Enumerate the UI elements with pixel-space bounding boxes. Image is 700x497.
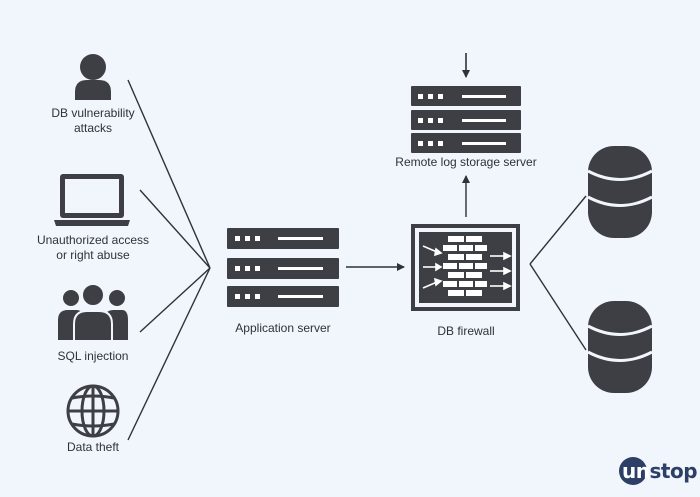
- unstop-logo: unstop: [618, 457, 698, 487]
- connector-line-data-theft: [127, 267, 211, 441]
- user-icon: [75, 54, 111, 100]
- database-connectors: [529, 195, 587, 351]
- connector-line-unauthorized: [139, 189, 211, 269]
- threat-connectors: [127, 79, 211, 441]
- connector-line-db-bottom: [529, 263, 587, 351]
- label-sql-injection: SQL injection: [57, 349, 129, 363]
- connector-line-db-top: [529, 195, 587, 265]
- logo-text-value: unstop: [618, 459, 698, 483]
- label-db-firewall: DB firewall: [437, 324, 495, 338]
- label-data-theft: Data theft: [66, 440, 120, 454]
- logo-text-tail: stop: [649, 459, 698, 483]
- label-remote-log: Remote log storage server: [395, 155, 537, 169]
- group-icon: [58, 283, 128, 342]
- logo-mark: [619, 457, 647, 485]
- laptop-icon: [54, 174, 130, 226]
- server-icon: [227, 228, 339, 307]
- label-unauthorized: Unauthorized access or right abuse: [36, 233, 150, 262]
- server-icon: [411, 86, 521, 153]
- label-application-server: Application server: [235, 321, 331, 335]
- database-icon: [587, 146, 653, 238]
- firewall-icon: [411, 224, 520, 311]
- connector-line-db-vulnerability: [127, 79, 211, 269]
- database-icon: [587, 301, 653, 393]
- globe-icon: [66, 384, 120, 438]
- label-db-vulnerability: DB vulnerability attacks: [51, 106, 135, 135]
- connector-line-sql-injection: [139, 267, 211, 333]
- logo-text: unstop: [618, 457, 698, 487]
- logo-text-head: un: [622, 459, 650, 483]
